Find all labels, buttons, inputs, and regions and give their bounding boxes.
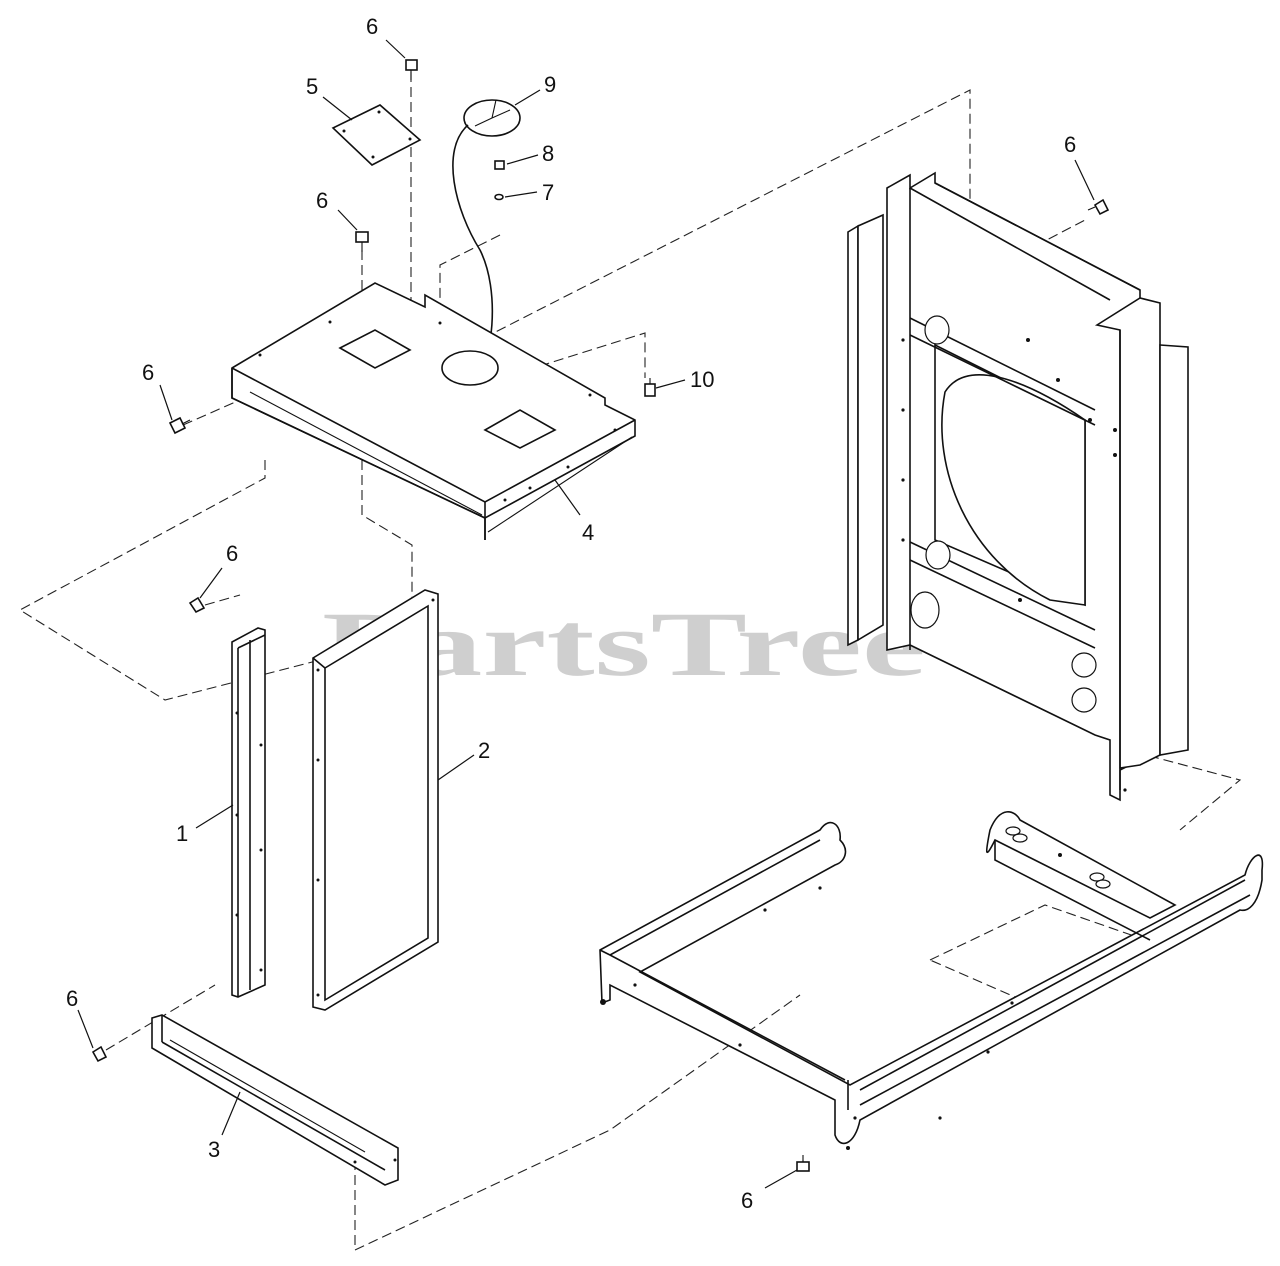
gauge-icon xyxy=(444,99,521,423)
top-panel xyxy=(231,282,636,540)
base-frame xyxy=(599,811,1264,1150)
callout-3: 3 xyxy=(208,1137,220,1162)
callout-6: 6 xyxy=(66,986,78,1011)
callout-5: 5 xyxy=(306,74,318,99)
callout-6: 6 xyxy=(226,541,238,566)
washer-icon xyxy=(494,193,504,201)
nut-icon xyxy=(494,160,505,170)
screw-icon xyxy=(644,378,656,397)
bottom-rail xyxy=(151,1014,399,1186)
callout-6: 6 xyxy=(741,1188,753,1213)
callout-labels: 6 5 9 8 7 6 6 10 4 6 6 2 1 6 3 6 xyxy=(66,14,1076,1213)
callout-2: 2 xyxy=(478,738,490,763)
screw-icon xyxy=(188,596,206,614)
callout-6: 6 xyxy=(366,14,378,39)
callout-7: 7 xyxy=(542,180,554,205)
screw-icon xyxy=(405,59,418,80)
callout-6: 6 xyxy=(316,188,328,213)
screw-icon xyxy=(168,416,191,435)
screw-icon xyxy=(91,1045,108,1063)
cover-plate xyxy=(331,104,422,166)
callout-6: 6 xyxy=(142,360,154,385)
callout-6: 6 xyxy=(1064,132,1076,157)
screw-icon xyxy=(1087,198,1110,216)
callout-9: 9 xyxy=(544,72,556,97)
side-rail xyxy=(231,627,266,998)
screw-icon xyxy=(355,231,369,252)
side-panel xyxy=(312,589,439,1011)
radiator-frame xyxy=(847,171,1189,802)
leader-lines xyxy=(77,39,1095,1189)
screw-icon xyxy=(796,1155,810,1172)
callout-8: 8 xyxy=(542,141,554,166)
callout-1: 1 xyxy=(176,821,188,846)
callout-4: 4 xyxy=(582,520,594,545)
callout-10: 10 xyxy=(690,367,714,392)
